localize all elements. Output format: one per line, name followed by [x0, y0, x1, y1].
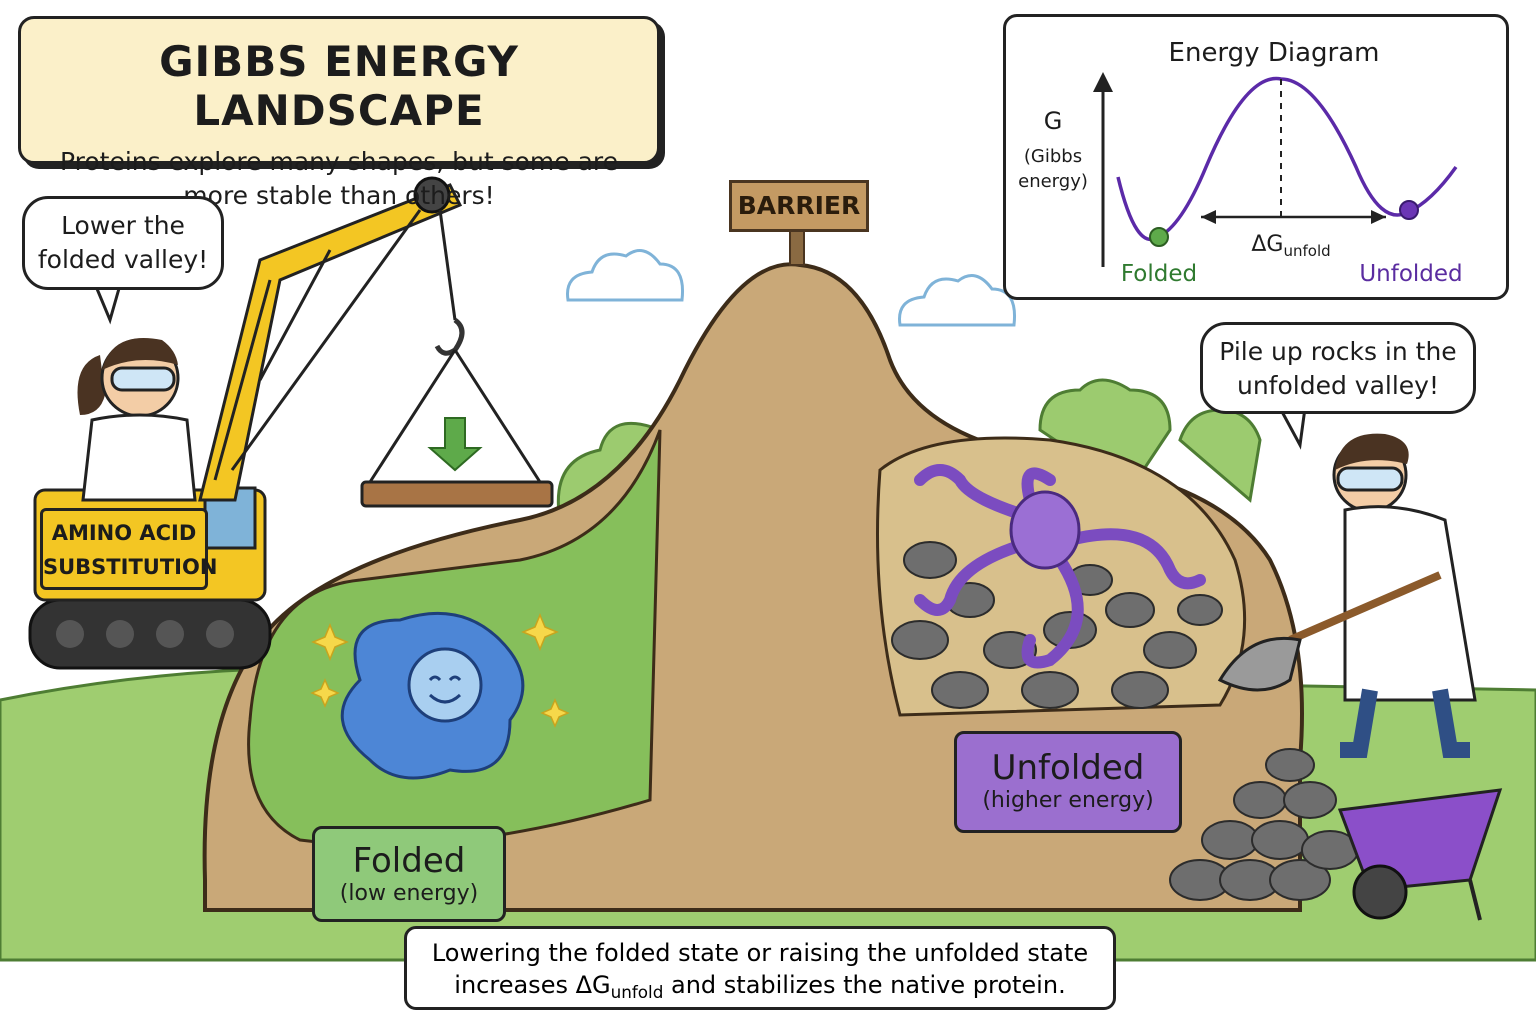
unfolded-state-sign: Unfolded (higher energy)	[954, 731, 1182, 833]
speech-left-line2: folded valley!	[37, 245, 209, 274]
crane-sign-line2: SUBSTITUTION	[43, 555, 218, 579]
page-title: GIBBS ENERGY LANDSCAPE	[159, 37, 519, 135]
folded-state-sign: Folded (low energy)	[312, 826, 506, 922]
unfolded-state-point	[1399, 200, 1419, 220]
folded-state-point	[1149, 227, 1169, 247]
unfolded-protein-icon	[914, 464, 1206, 669]
scientist-right	[1332, 433, 1477, 758]
speech-right-line2: unfolded valley!	[1236, 371, 1439, 400]
bubble-left-tail	[93, 283, 122, 325]
energy-diagram: Energy Diagram G (Gibbs energy) ΔGunfold…	[1018, 38, 1463, 287]
amino-acid-substitution-sign: AMINO ACID SUBSTITUTION	[40, 508, 217, 590]
speech-bubble-left: Lower the folded valley!	[22, 196, 224, 290]
wheelbarrow-icon	[1337, 788, 1503, 921]
energy-diagram-panel: Energy Diagram G (Gibbs energy) ΔGunfold…	[1003, 14, 1509, 300]
unfolded-protein-head	[1009, 490, 1081, 570]
title-card: GIBBS ENERGY LANDSCAPE Proteins explore …	[18, 16, 660, 210]
barrier-post	[789, 229, 805, 266]
folded-protein-icon	[310, 611, 570, 780]
folded-axis-label: Folded	[1121, 261, 1197, 287]
energy-diagram-title: Energy Diagram	[1169, 38, 1380, 68]
crane-sign-line1: AMINO ACID	[51, 521, 197, 545]
speech-left-line1: Lower the	[61, 211, 185, 240]
y-axis-label-sub2: energy)	[1018, 171, 1088, 192]
page-subtitle: Proteins explore many shapes, but some a…	[59, 147, 619, 210]
barrier-sign: BARRIER	[729, 180, 869, 232]
folded-sign-subtitle: (low energy)	[339, 881, 479, 906]
down-arrow-icon	[427, 417, 483, 472]
y-axis-label: G	[1044, 107, 1063, 135]
scientist-left	[77, 338, 197, 502]
unfolded-sign-subtitle: (higher energy)	[982, 788, 1154, 813]
y-axis-label-sub1: (Gibbs	[1024, 146, 1082, 167]
caption-box: Lowering the folded state or raising the…	[404, 926, 1116, 1010]
caption-line2: increases ΔGunfold and stabilizes the na…	[454, 971, 1066, 1003]
unfolded-axis-label: Unfolded	[1359, 261, 1462, 287]
bubble-right-tail	[1278, 407, 1307, 450]
speech-bubble-right: Pile up rocks in the unfolded valley!	[1200, 322, 1476, 414]
shovel-icon	[1217, 571, 1442, 692]
unfolded-sign-title: Unfolded	[991, 748, 1145, 788]
rock-pile-right	[1169, 748, 1359, 901]
caption-line1: Lowering the folded state or raising the…	[431, 939, 1089, 967]
delta-g-label: ΔGunfold	[1251, 232, 1330, 260]
y-axis-arrow	[1093, 72, 1113, 92]
speech-right-line1: Pile up rocks in the	[1219, 337, 1457, 366]
folded-sign-title: Folded	[352, 841, 466, 881]
